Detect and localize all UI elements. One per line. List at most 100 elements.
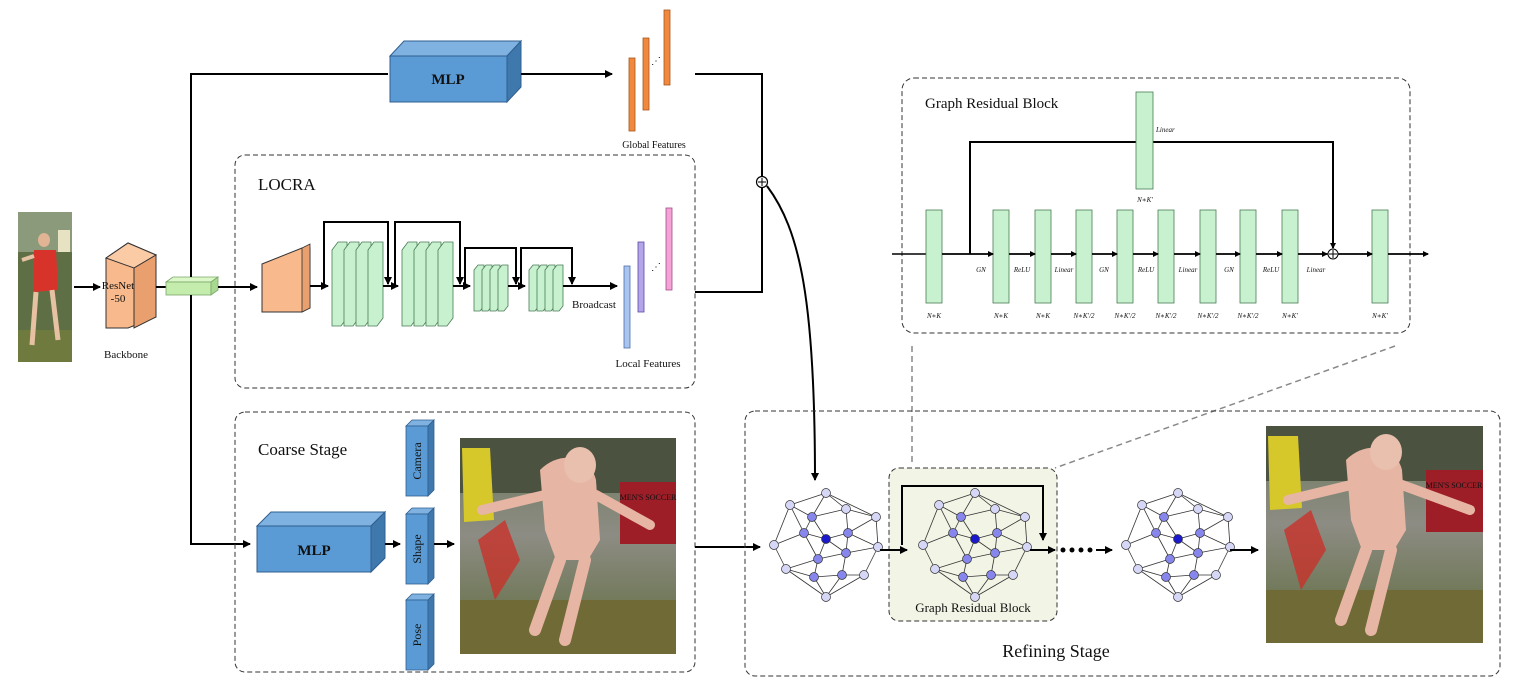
graph-node bbox=[986, 570, 996, 580]
locra-input-trapezoid bbox=[261, 243, 311, 313]
local-to-plus bbox=[695, 188, 763, 293]
grb-detail-title: Graph Residual Block bbox=[925, 96, 1059, 112]
graph-edge bbox=[773, 532, 805, 546]
graph-edge bbox=[994, 546, 1028, 554]
graph-node bbox=[962, 554, 972, 564]
graph-node bbox=[1193, 504, 1203, 514]
grb-op-label: GN bbox=[1224, 266, 1234, 274]
grb-layer bbox=[1239, 209, 1257, 304]
grb-layer bbox=[992, 209, 1010, 304]
grb-layer bbox=[1371, 209, 1389, 304]
conv-group-3 bbox=[473, 264, 509, 312]
plus-to-graph bbox=[766, 185, 819, 481]
graph-edge bbox=[996, 516, 1026, 534]
graph-edge bbox=[845, 508, 877, 518]
graph-edge bbox=[960, 508, 996, 518]
grb-layer-dim: N∗K bbox=[1035, 312, 1050, 320]
graph-node bbox=[930, 564, 940, 574]
grb-layer-dim: N∗K′ bbox=[1371, 312, 1388, 320]
graph-node bbox=[918, 540, 928, 550]
graph-edge bbox=[1137, 568, 1167, 578]
graph-node bbox=[1195, 528, 1205, 538]
graph-node bbox=[1159, 512, 1169, 522]
graph-edge bbox=[996, 532, 1028, 548]
grb-layer-dim: N∗K′/2 bbox=[1196, 312, 1219, 320]
graph-node bbox=[821, 592, 831, 602]
mlp-top-block: MLP bbox=[388, 39, 523, 104]
graph-node bbox=[843, 528, 853, 538]
mesh-graph-2 bbox=[918, 488, 1032, 602]
graph-edge bbox=[1125, 532, 1157, 546]
graph-edge bbox=[1155, 532, 1171, 560]
graph-edge bbox=[785, 568, 827, 598]
svg-text:⋰: ⋰ bbox=[651, 262, 661, 273]
grb-op-label: GN bbox=[976, 266, 986, 274]
graph-edge bbox=[922, 532, 954, 546]
grb-layer-dim: N∗K′ bbox=[1281, 312, 1298, 320]
camera-block: Camera bbox=[405, 419, 435, 497]
conv-group-2 bbox=[401, 241, 454, 327]
graph-node bbox=[970, 488, 980, 498]
svg-text:⋰: ⋰ bbox=[651, 56, 661, 67]
graph-edge bbox=[1199, 516, 1229, 534]
shape-label: Shape bbox=[410, 534, 424, 563]
locra-title: LOCRA bbox=[258, 175, 316, 194]
graph-node bbox=[934, 500, 944, 510]
graph-node bbox=[859, 570, 869, 580]
graph-edge bbox=[845, 546, 879, 554]
graph-node bbox=[990, 548, 1000, 558]
coarse-stage-title: Coarse Stage bbox=[258, 440, 347, 459]
graph-node bbox=[1133, 564, 1143, 574]
ellipsis-dots bbox=[1060, 547, 1093, 553]
mlp-bottom-block: MLP bbox=[255, 510, 387, 574]
graph-node bbox=[1223, 512, 1233, 522]
global-to-plus bbox=[695, 73, 763, 176]
graph-edge bbox=[1177, 574, 1217, 598]
graph-node bbox=[1121, 540, 1131, 550]
graph-node bbox=[781, 564, 791, 574]
shape-block: Shape bbox=[405, 507, 435, 585]
grb-linear-top-label: Linear bbox=[1155, 126, 1175, 134]
graph-node bbox=[837, 570, 847, 580]
grb-op-label: Linear bbox=[1054, 266, 1074, 274]
graph-node bbox=[841, 548, 851, 558]
mesh-graphs bbox=[769, 488, 1235, 602]
grb-layer bbox=[1116, 209, 1134, 304]
grb-layer-dim: N∗K bbox=[993, 312, 1008, 320]
grb-op-label: ReLU bbox=[1262, 266, 1280, 274]
graph-edge bbox=[847, 516, 877, 534]
graph-edge bbox=[875, 516, 879, 548]
grb-linear-top-dim: N∗K′ bbox=[1136, 196, 1153, 204]
input-image bbox=[18, 212, 72, 362]
mlp-top-label: MLP bbox=[431, 72, 464, 88]
graph-edge bbox=[1137, 568, 1179, 598]
grb-layer bbox=[1199, 209, 1217, 304]
grb-layer bbox=[925, 209, 943, 304]
graph-node bbox=[785, 500, 795, 510]
grb-layer bbox=[1075, 209, 1093, 304]
grb-op-label: GN bbox=[1099, 266, 1109, 274]
graph-node bbox=[1151, 528, 1161, 538]
graph-edge bbox=[1163, 508, 1199, 518]
graph-node bbox=[813, 554, 823, 564]
graph-edge bbox=[938, 504, 954, 534]
graph-node bbox=[948, 528, 958, 538]
graph-edge bbox=[785, 568, 815, 578]
local-features: ⋰ bbox=[623, 207, 673, 349]
backbone-feature-map bbox=[164, 276, 220, 296]
grb-layer-dim: N∗K bbox=[926, 312, 941, 320]
broadcast-label: Broadcast bbox=[572, 299, 616, 311]
grb-layer bbox=[1281, 209, 1299, 304]
graph-node bbox=[958, 572, 968, 582]
zoom-connector-right bbox=[1054, 345, 1396, 469]
grb-layer-dim: N∗K′/2 bbox=[1154, 312, 1177, 320]
graph-node bbox=[990, 504, 1000, 514]
refined-output-image: MEN'S SOCCER bbox=[1266, 426, 1483, 643]
grb-op-label: ReLU bbox=[1013, 266, 1031, 274]
graph-node bbox=[1211, 570, 1221, 580]
grb-op-label: Linear bbox=[1306, 266, 1326, 274]
skip-1 bbox=[323, 221, 392, 286]
grb-layer bbox=[1034, 209, 1052, 304]
